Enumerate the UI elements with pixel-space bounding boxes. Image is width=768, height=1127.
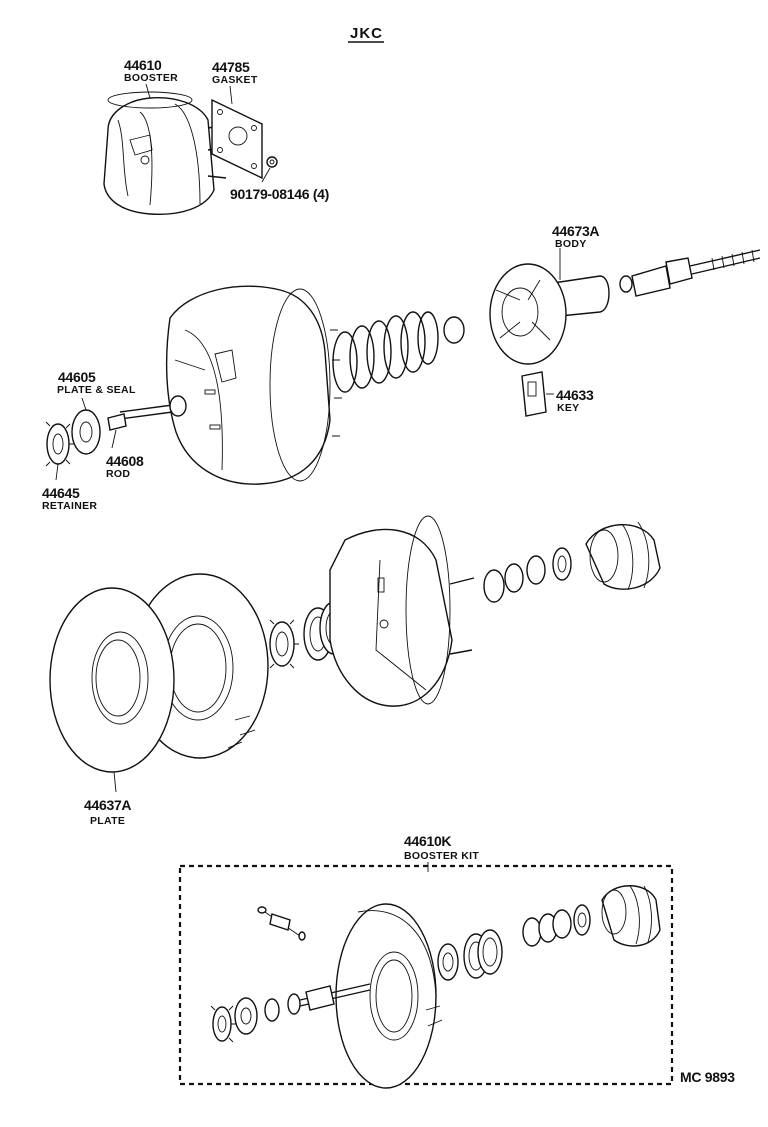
label-gasket-name: GASKET bbox=[212, 74, 258, 86]
label-key-name: KEY bbox=[557, 402, 580, 414]
label-booster-kit-name: BOOSTER KIT bbox=[404, 850, 479, 862]
label-body-name: BODY bbox=[555, 238, 587, 250]
label-44610-number: 44610 bbox=[124, 57, 162, 73]
label-44610k-number: 44610K bbox=[404, 833, 451, 849]
label-44608-number: 44608 bbox=[106, 453, 144, 469]
label-plate-seal-name: PLATE & SEAL bbox=[57, 384, 136, 396]
label-44633-number: 44633 bbox=[556, 387, 594, 403]
push-rod-right bbox=[619, 249, 761, 297]
plate-and-rear-shell bbox=[49, 515, 661, 793]
label-44785-number: 44785 bbox=[212, 59, 250, 75]
key-part bbox=[521, 371, 547, 417]
label-nut-number: 90179-08146 (4) bbox=[230, 186, 329, 202]
label-44605-number: 44605 bbox=[58, 369, 96, 385]
label-44645-number: 44645 bbox=[42, 485, 80, 501]
booster-kit-contents bbox=[210, 885, 661, 1089]
reference-code: MC 9893 bbox=[680, 1069, 735, 1085]
label-44637a-number: 44637A bbox=[84, 797, 131, 813]
label-plate-name: PLATE bbox=[90, 815, 125, 827]
label-44673a-number: 44673A bbox=[552, 223, 599, 239]
main-booster-assembly bbox=[45, 248, 761, 485]
booster-kit-frame bbox=[178, 864, 674, 1086]
return-spring bbox=[332, 311, 439, 393]
diagram-header: JKC bbox=[348, 25, 384, 43]
label-rod-name: ROD bbox=[106, 468, 130, 480]
body-valve bbox=[489, 263, 610, 365]
retainer-ring bbox=[45, 421, 74, 467]
header-text: JKC bbox=[350, 25, 383, 42]
label-booster-name: BOOSTER bbox=[124, 72, 178, 84]
label-retainer-name: RETAINER bbox=[42, 500, 97, 512]
small-booster-assembly bbox=[103, 83, 278, 215]
